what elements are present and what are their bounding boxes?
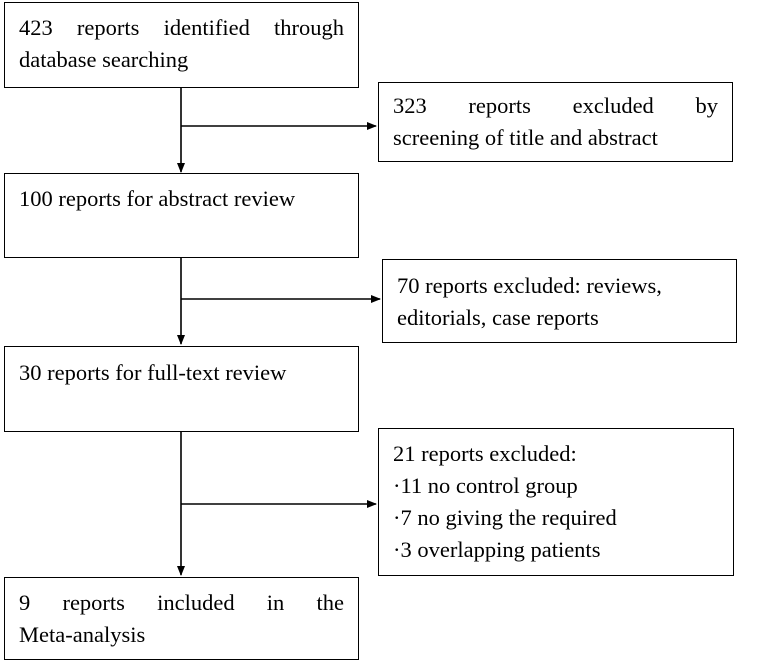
identified-box: 423 reports identified through database … [4,2,359,88]
excluded-screening-box: 323 reports excluded by screening of tit… [378,82,733,162]
identified-text-line1: 423 reports identified through [19,15,344,40]
abstract-review-box: 100 reports for abstract review [4,173,359,258]
excluded-abstract-line2: editorials, case reports [397,305,599,330]
included-text-line2: Meta-analysis [19,622,146,647]
fulltext-review-text: 30 reports for full-text review [19,360,287,385]
excluded-fulltext-item: ·11 no control group [393,473,578,498]
excluded-fulltext-heading: 21 reports excluded: [393,441,577,466]
excluded-abstract-line1: 70 reports excluded: reviews, [397,273,662,298]
identified-text-line2: database searching [19,47,189,72]
abstract-review-text: 100 reports for abstract review [19,186,296,211]
excluded-screening-line2: screening of title and abstract [393,125,658,150]
excluded-fulltext-box: 21 reports excluded: ·11 no control grou… [378,428,734,576]
excluded-abstract-box: 70 reports excluded: reviews, editorials… [382,259,737,343]
included-box: 9 reports included in the Meta-analysis [4,577,359,660]
excluded-fulltext-item: ·3 overlapping patients [393,537,601,562]
excluded-fulltext-item: ·7 no giving the required [393,505,617,530]
included-text-line1: 9 reports included in the [19,590,344,615]
fulltext-review-box: 30 reports for full-text review [4,346,359,432]
excluded-screening-line1: 323 reports excluded by [393,93,718,118]
